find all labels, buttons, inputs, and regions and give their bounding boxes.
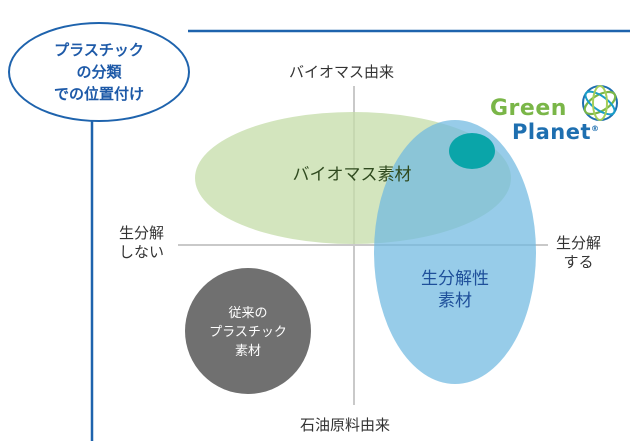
logo-word-green: Green (490, 96, 567, 121)
badge-line-1: プラスチック (54, 41, 144, 59)
badge-line-2: の分類 (76, 63, 122, 81)
logo-registered-mark: ® (591, 124, 600, 133)
green-planet-dot (449, 133, 495, 169)
biomass-label: バイオマス素材 (292, 165, 412, 185)
axis-label-left-line-1: 生分解 (119, 224, 165, 242)
axis-label-top: バイオマス由来 (289, 63, 395, 81)
biodegradable-region (374, 120, 536, 384)
axis-label-left: 生分解 しない (119, 224, 164, 262)
conventional-label-line-2: プラスチック (209, 325, 287, 340)
axis-label-right: 生分解 する (556, 234, 601, 272)
biodegradable-label-line-2: 素材 (438, 291, 472, 311)
biodegradable-label-line-1: 生分解性 (421, 269, 489, 289)
classification-badge: プラスチック の分類 での位置付け (8, 22, 190, 122)
badge-line-3: での位置付け (53, 85, 144, 103)
conventional-region (185, 268, 311, 394)
axis-label-left-line-2: しない (119, 243, 165, 261)
axis-label-bottom: 石油原料由来 (300, 416, 391, 434)
biodegradable-label: 生分解性 素材 (400, 268, 510, 312)
axis-label-right-line-1: 生分解 (556, 234, 602, 252)
conventional-label-line-1: 従来の (228, 306, 268, 321)
conventional-label-line-3: 素材 (234, 344, 261, 359)
logo-word-planet-text: Planet (512, 120, 591, 144)
axis-label-right-line-2: する (563, 253, 594, 271)
logo-word-planet: Planet® (512, 120, 600, 144)
conventional-label: 従来の プラスチック 素材 (193, 304, 303, 361)
green-planet-globe-icon (582, 85, 618, 121)
